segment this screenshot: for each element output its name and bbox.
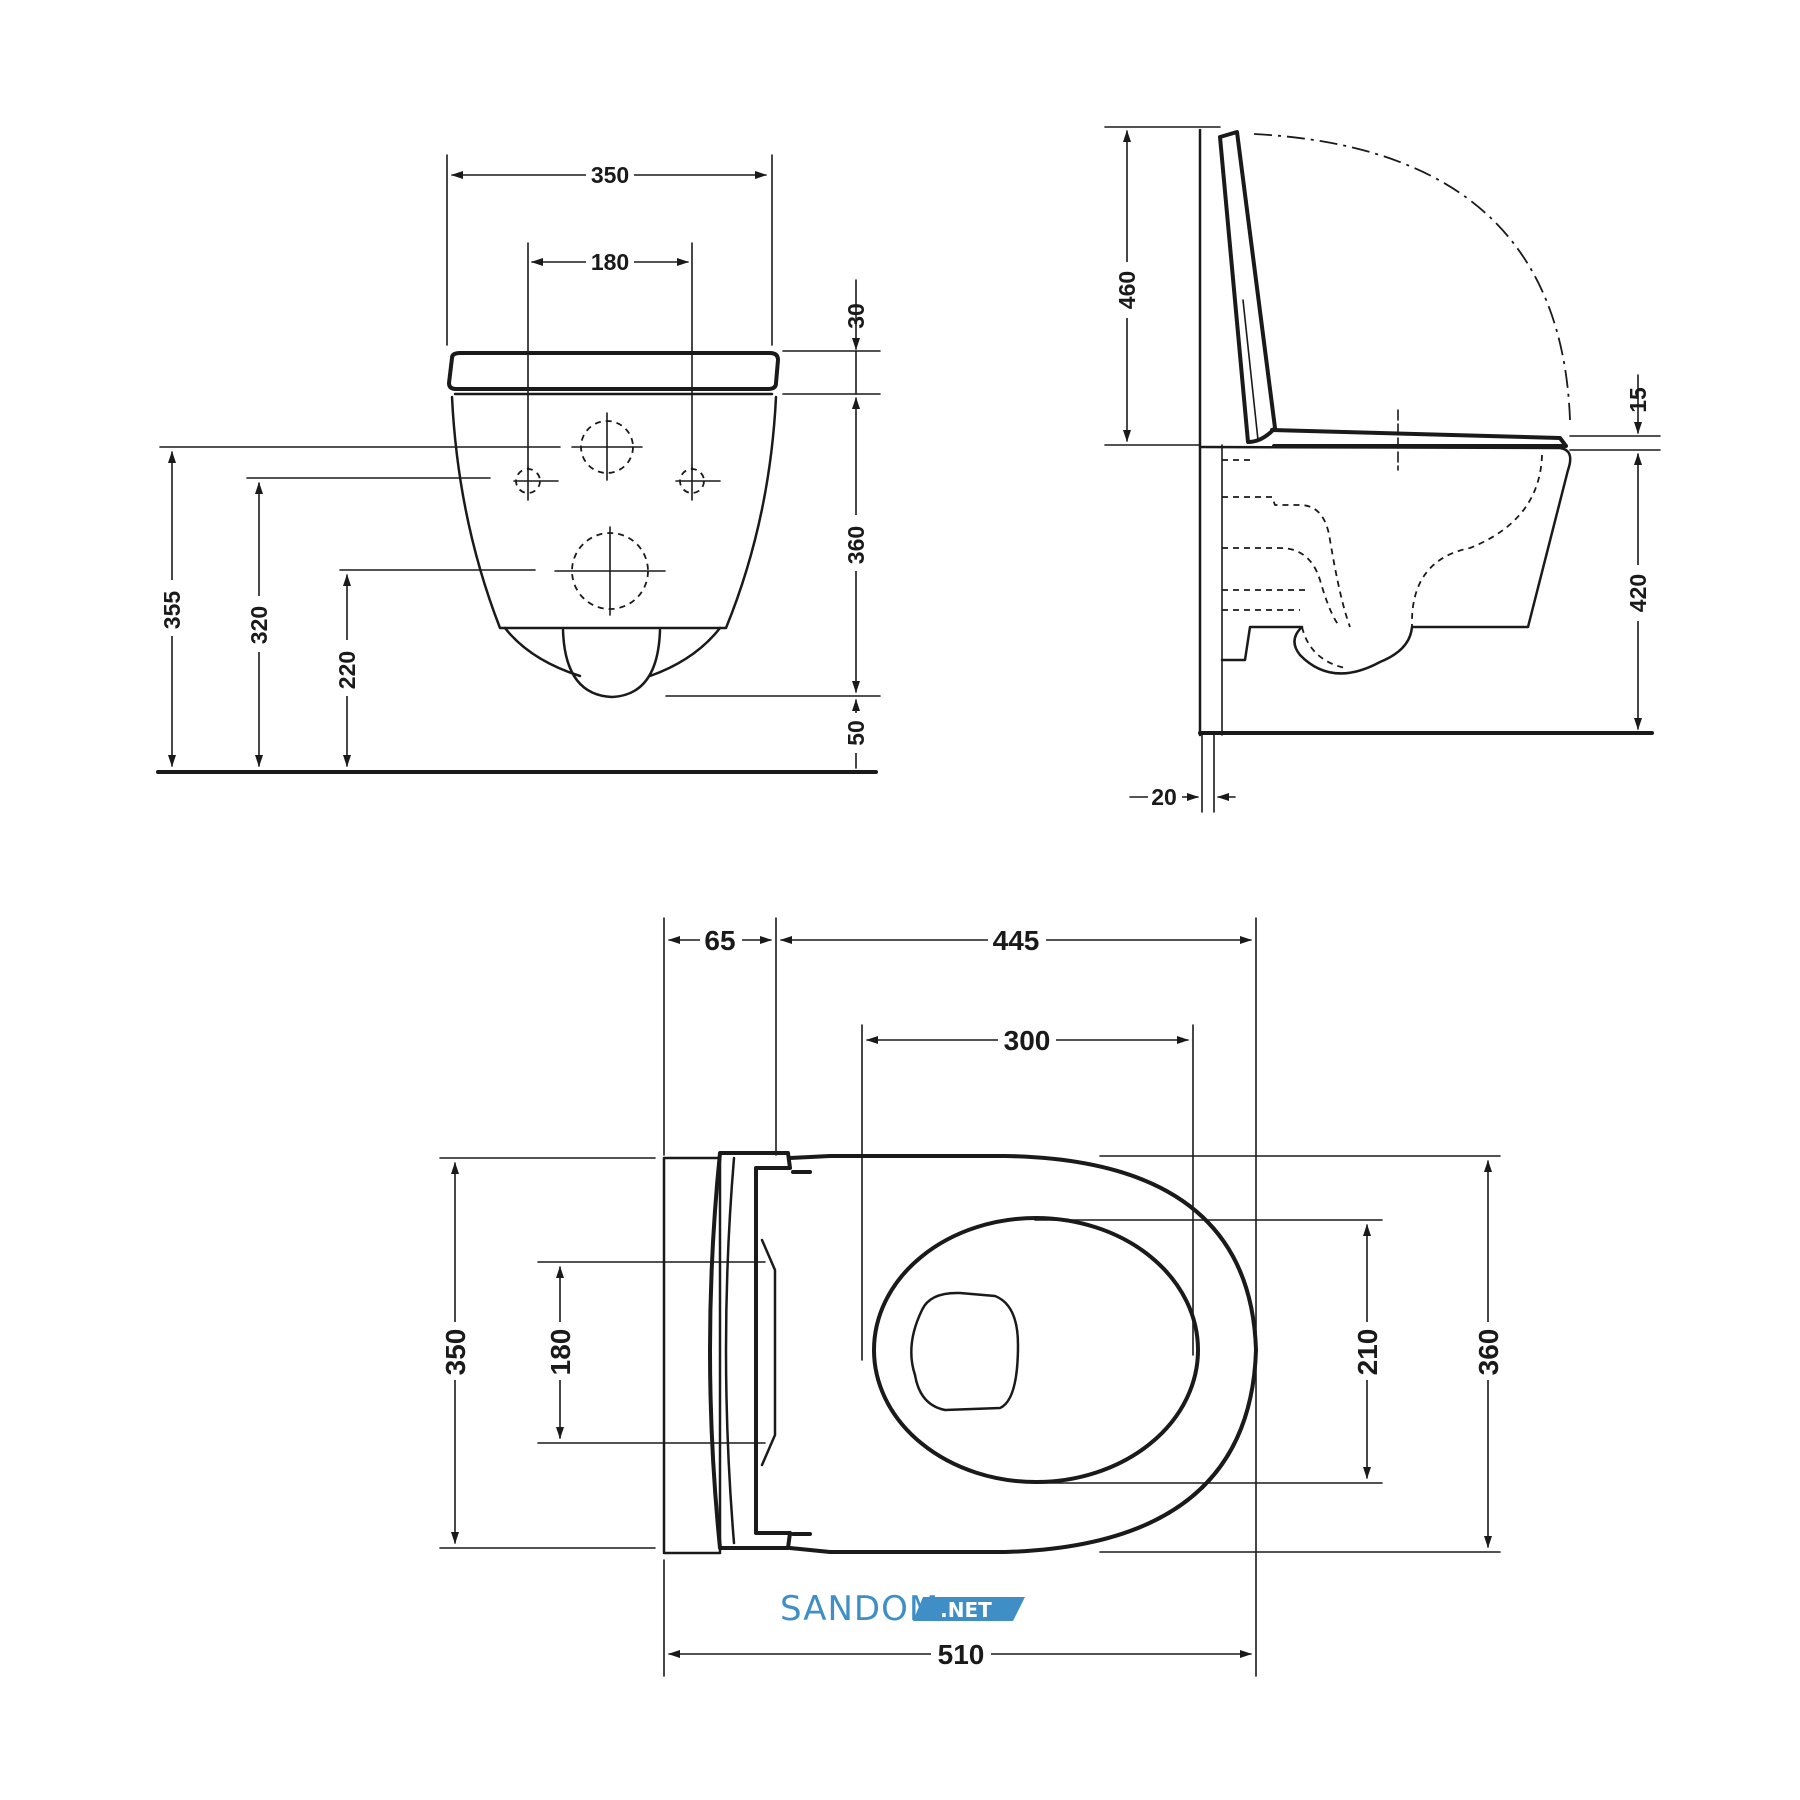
front-dim-320: 320 [246, 606, 272, 644]
top-dim-65: 65 [704, 925, 735, 956]
top-dim-445: 445 [993, 925, 1040, 956]
front-bowl-lower-right [648, 626, 722, 678]
front-dim-30: 30 [843, 303, 869, 329]
top-hinge-inner [724, 1156, 736, 1545]
front-dimension-labels: 350 180 30 360 50 355 320 220 [159, 161, 871, 753]
side-view: 460 15 420 20 [1104, 126, 1661, 813]
top-dim-300: 300 [1004, 1025, 1051, 1056]
front-dimension-arrows [168, 171, 860, 769]
side-dim-20: 20 [1151, 784, 1177, 810]
side-trap-bottom [1301, 626, 1346, 669]
side-dimension-labels: 460 15 420 20 [1113, 262, 1653, 810]
top-dim-180: 180 [545, 1329, 576, 1376]
top-dim-210: 210 [1352, 1329, 1383, 1376]
watermark-badge-shape [913, 1597, 1025, 1621]
top-wall-block [662, 1156, 722, 1555]
top-hinge-bracket [760, 1238, 777, 1467]
side-dimension-arrows [1123, 130, 1642, 801]
top-dim-360: 360 [1473, 1329, 1504, 1376]
top-water-area [910, 1291, 1020, 1412]
side-lid-swing-arc [1253, 133, 1571, 421]
side-lid-edge [1242, 299, 1259, 441]
front-dim-360: 360 [843, 526, 869, 564]
side-extension-lines [1104, 126, 1661, 451]
top-view: 65 445 300 350 180 210 360 510 [439, 917, 1504, 1677]
front-dim-355: 355 [159, 591, 185, 630]
front-view: 350 180 30 360 50 355 320 220 [156, 154, 881, 774]
side-internal-pipes [1222, 459, 1351, 628]
front-center-marks [513, 412, 721, 616]
top-seat-hinge [708, 1151, 792, 1550]
front-seat [447, 351, 780, 391]
watermark-brand: SANDOM [780, 1589, 939, 1629]
watermark-badge: .NET [940, 1598, 992, 1622]
front-dim-50: 50 [843, 720, 869, 746]
top-extension-lines [439, 917, 1501, 1677]
watermark-logo: SANDOM .NET [780, 1589, 1025, 1629]
front-bowl-body [450, 395, 778, 630]
front-outlet [561, 628, 662, 699]
side-dim-15: 15 [1625, 387, 1651, 413]
side-lid-raised [1218, 130, 1277, 444]
side-dim-460: 460 [1114, 271, 1140, 309]
top-dim-350: 350 [440, 1329, 471, 1376]
front-dim-350: 350 [591, 162, 629, 188]
side-bowl-body [1198, 445, 1572, 675]
top-dimension-arrows [451, 936, 1492, 1658]
side-inner-bowl [1411, 454, 1543, 628]
front-bowl-lower-left [503, 626, 582, 678]
top-seat-opening [872, 1216, 1200, 1484]
top-bowl-outline [788, 1154, 1258, 1554]
top-dim-510: 510 [938, 1639, 985, 1670]
side-dim-420: 420 [1625, 574, 1651, 612]
top-dimension-labels: 65 445 300 350 180 210 360 510 [439, 924, 1504, 1670]
front-dim-220: 220 [334, 651, 360, 689]
front-extension-lines [159, 154, 881, 697]
side-seat [1270, 428, 1568, 448]
front-dim-180: 180 [591, 249, 629, 275]
